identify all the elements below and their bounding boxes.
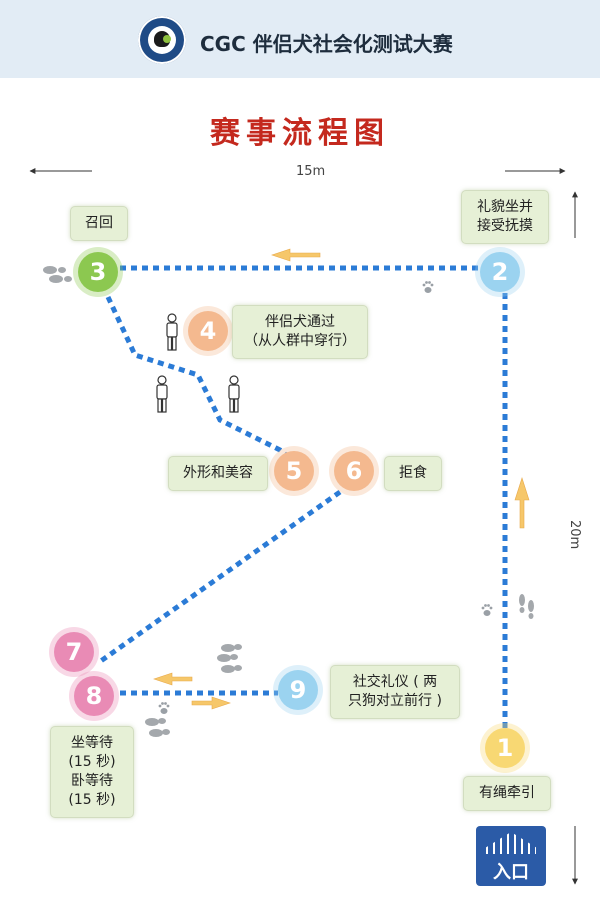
direction-arrow-icon bbox=[153, 248, 530, 710]
step-2-node: 2 bbox=[480, 252, 520, 292]
step-5-label: 外形和美容 bbox=[168, 456, 268, 491]
paw-print-icon bbox=[158, 281, 493, 714]
step-3-label: 召回 bbox=[70, 206, 128, 241]
header-title: CGC 伴侣犬社会化测试大赛 bbox=[200, 32, 453, 56]
step-2-label: 礼貌坐并接受抚摸 bbox=[461, 190, 549, 244]
step-3-node: 3 bbox=[78, 252, 118, 292]
step-1-label: 有绳牵引 bbox=[463, 776, 551, 811]
step-4-label: 伴侣犬通过（从人群中穿行） bbox=[232, 305, 368, 359]
step-6-node: 6 bbox=[334, 451, 374, 491]
step-9-node: 9 bbox=[278, 670, 318, 710]
canine-good-citizen-logo bbox=[138, 16, 186, 64]
step-9-label: 社交礼仪 ( 两只狗对立前行 ) bbox=[330, 665, 460, 719]
footprints-icon bbox=[43, 266, 534, 737]
step-8-node: 8 bbox=[74, 676, 114, 716]
step-5-node: 5 bbox=[274, 451, 314, 491]
step-8-label: 坐等待(15 秒)卧等待(15 秒) bbox=[50, 726, 134, 818]
step-6-label: 拒食 bbox=[384, 456, 442, 491]
flow-chart-title: 赛事流程图 bbox=[210, 116, 390, 151]
entrance-gate-icon: 入口 bbox=[476, 826, 546, 886]
header-bar: CGC 伴侣犬社会化测试大赛 bbox=[0, 0, 600, 78]
step-1-node: 1 bbox=[485, 728, 525, 768]
step-4-node: 4 bbox=[188, 311, 228, 351]
step-7-node: 7 bbox=[54, 632, 94, 672]
entrance-label: 入口 bbox=[493, 862, 529, 883]
person-icon bbox=[156, 313, 240, 413]
route-path bbox=[96, 265, 508, 728]
width-dimension-label: 15m bbox=[296, 164, 326, 179]
